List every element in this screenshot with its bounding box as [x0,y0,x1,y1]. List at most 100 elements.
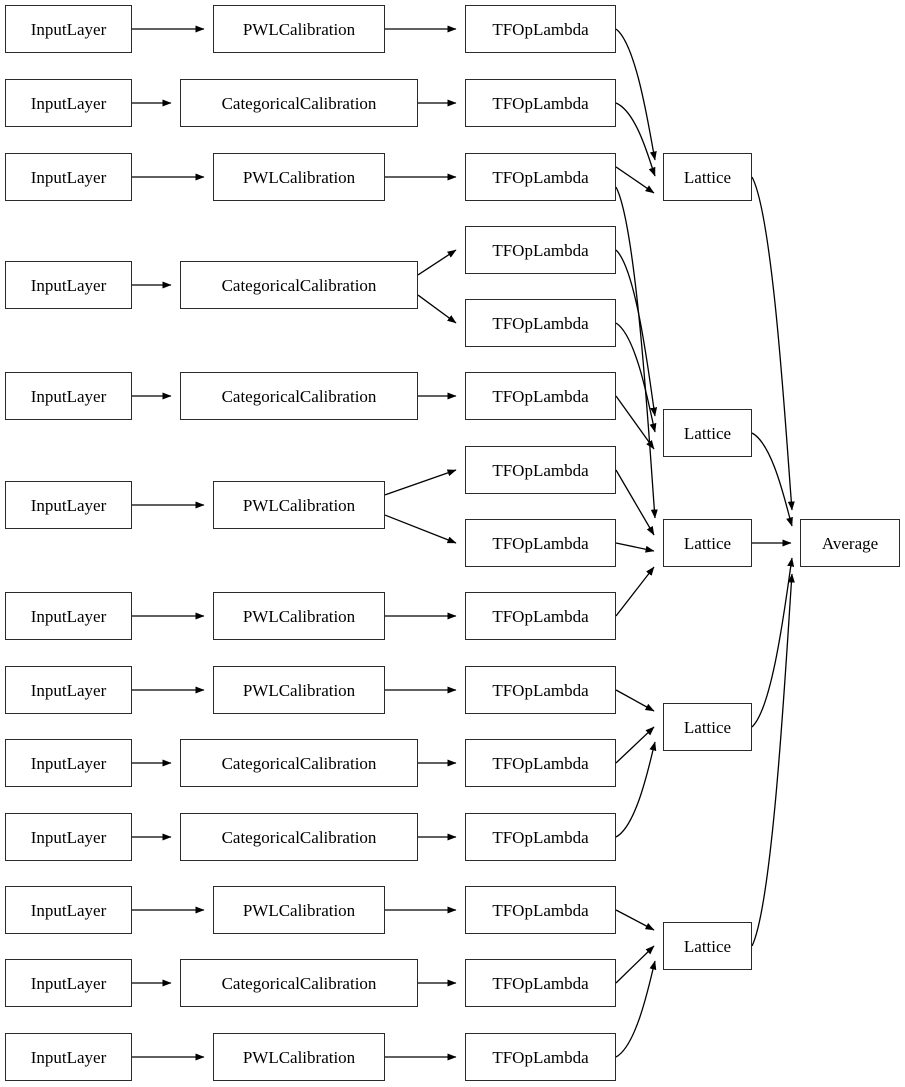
node-label: PWLCalibration [242,900,356,920]
node-in9[interactable]: InputLayer [5,739,132,787]
node-label: CategoricalCalibration [221,827,377,847]
edge-tfo6-to-lat2 [615,395,655,450]
node-label: TFOpLambda [492,753,589,773]
node-lat1[interactable]: Lattice [663,153,752,201]
node-tfo2[interactable]: TFOpLambda [465,79,616,127]
node-label: PWLCalibration [242,19,356,39]
node-label: InputLayer [30,386,107,406]
node-lat4[interactable]: Lattice [663,703,752,751]
node-label: Average [821,533,879,553]
node-label: PWLCalibration [242,680,356,700]
node-label: InputLayer [30,900,107,920]
node-cal6[interactable]: PWLCalibration [213,481,385,529]
node-label: Lattice [683,423,732,443]
node-cal12[interactable]: CategoricalCalibration [180,959,418,1007]
node-label: CategoricalCalibration [221,753,377,773]
edge-tfo12-to-lat4 [615,741,657,838]
node-avg[interactable]: Average [800,519,900,567]
node-cal13[interactable]: PWLCalibration [213,1033,385,1081]
node-tfo12[interactable]: TFOpLambda [465,813,616,861]
node-label: TFOpLambda [492,386,589,406]
node-in12[interactable]: InputLayer [5,959,132,1007]
node-tfo15[interactable]: TFOpLambda [465,1033,616,1081]
node-in10[interactable]: InputLayer [5,813,132,861]
node-in11[interactable]: InputLayer [5,886,132,934]
edge-tfo9-to-lat3 [615,566,655,617]
node-cal11[interactable]: PWLCalibration [213,886,385,934]
edge-tfo3-to-lat3 [615,186,658,519]
node-cal9[interactable]: CategoricalCalibration [180,739,418,787]
node-label: CategoricalCalibration [221,275,377,295]
node-label: InputLayer [30,275,107,295]
node-label: TFOpLambda [492,827,589,847]
node-lat5[interactable]: Lattice [663,922,752,970]
node-tfo3[interactable]: TFOpLambda [465,153,616,201]
node-label: Lattice [683,167,732,187]
node-label: TFOpLambda [492,606,589,626]
node-cal4[interactable]: CategoricalCalibration [180,261,418,309]
node-label: TFOpLambda [492,973,589,993]
node-in3[interactable]: InputLayer [5,153,132,201]
edge-tfo4-to-lat2 [615,249,658,417]
node-in6[interactable]: InputLayer [5,481,132,529]
node-label: InputLayer [30,606,107,626]
node-label: InputLayer [30,973,107,993]
node-label: PWLCalibration [242,167,356,187]
node-label: InputLayer [30,495,107,515]
node-in1[interactable]: InputLayer [5,5,132,53]
node-cal7[interactable]: PWLCalibration [213,592,385,640]
node-in5[interactable]: InputLayer [5,372,132,420]
node-label: PWLCalibration [242,606,356,626]
node-lat2[interactable]: Lattice [663,409,752,457]
node-in2[interactable]: InputLayer [5,79,132,127]
node-cal10[interactable]: CategoricalCalibration [180,813,418,861]
node-cal3[interactable]: PWLCalibration [213,153,385,201]
node-tfo6[interactable]: TFOpLambda [465,372,616,420]
node-tfo10[interactable]: TFOpLambda [465,666,616,714]
edge-tfo11-to-lat4 [615,726,655,764]
edge-tfo5-to-lat2 [615,322,657,433]
node-label: TFOpLambda [492,167,589,187]
node-tfo7[interactable]: TFOpLambda [465,446,616,494]
node-tfo14[interactable]: TFOpLambda [465,959,616,1007]
node-label: TFOpLambda [492,1047,589,1067]
node-label: InputLayer [30,680,107,700]
node-label: CategoricalCalibration [221,386,377,406]
node-label: CategoricalCalibration [221,93,377,113]
node-cal8[interactable]: PWLCalibration [213,666,385,714]
edge-cal6-to-tfo7 [384,469,457,496]
edge-lat1-to-avg [751,176,795,511]
node-tfo5[interactable]: TFOpLambda [465,299,616,347]
node-label: TFOpLambda [492,533,589,553]
node-in7[interactable]: InputLayer [5,592,132,640]
node-label: TFOpLambda [492,680,589,700]
edge-lat4-to-avg [751,557,795,728]
node-tfo4[interactable]: TFOpLambda [465,226,616,274]
edge-tfo3-to-lat1 [615,166,655,194]
node-label: TFOpLambda [492,460,589,480]
node-tfo8[interactable]: TFOpLambda [465,519,616,567]
edge-cal4-to-tfo5 [417,294,457,324]
node-label: InputLayer [30,753,107,773]
edge-tfo15-to-lat5 [615,960,657,1058]
edge-cal6-to-tfo8 [384,514,457,544]
node-in4[interactable]: InputLayer [5,261,132,309]
node-tfo13[interactable]: TFOpLambda [465,886,616,934]
node-label: TFOpLambda [492,93,589,113]
node-label: CategoricalCalibration [221,973,377,993]
edge-tfo2-to-lat1 [615,102,656,177]
node-cal2[interactable]: CategoricalCalibration [180,79,418,127]
node-tfo9[interactable]: TFOpLambda [465,592,616,640]
edge-tfo1-to-lat1 [615,28,657,161]
node-tfo11[interactable]: TFOpLambda [465,739,616,787]
node-cal1[interactable]: PWLCalibration [213,5,385,53]
node-lat3[interactable]: Lattice [663,519,752,567]
node-in13[interactable]: InputLayer [5,1033,132,1081]
node-label: InputLayer [30,1047,107,1067]
node-in8[interactable]: InputLayer [5,666,132,714]
node-cal5[interactable]: CategoricalCalibration [180,372,418,420]
node-tfo1[interactable]: TFOpLambda [465,5,616,53]
edge-lat5-to-avg [751,573,795,947]
